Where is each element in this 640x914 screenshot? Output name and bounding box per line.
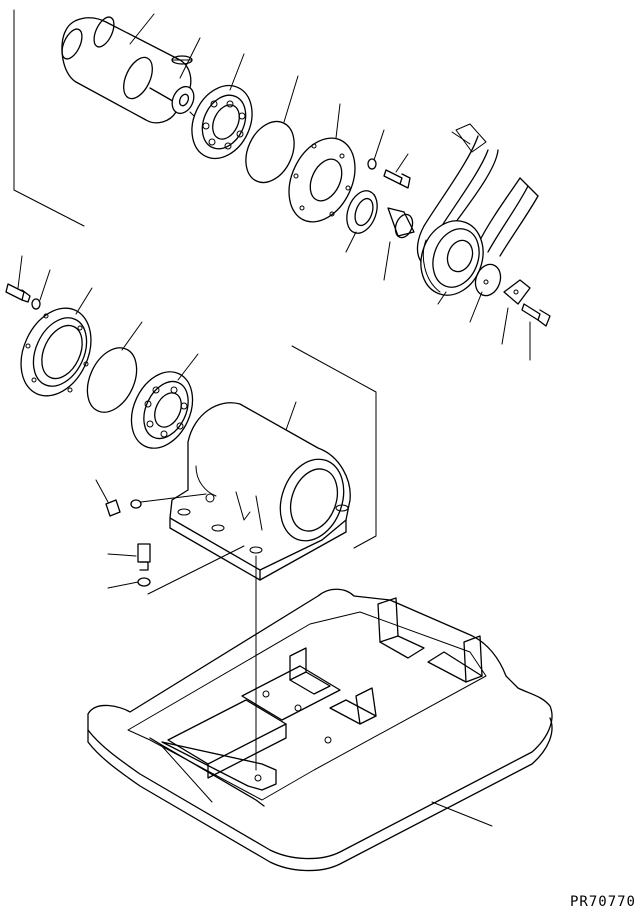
bearing-left (130, 371, 194, 449)
shaft (61, 16, 195, 124)
bolt-upper (383, 169, 411, 189)
bearing-upper (191, 84, 253, 160)
pulley (420, 220, 484, 296)
bolt-left (5, 283, 31, 303)
oil-seal (346, 190, 378, 234)
collar (387, 207, 415, 239)
leader-lines (17, 13, 531, 827)
cover-left (20, 307, 92, 397)
bolt-housing (137, 543, 151, 571)
reference-lines (13, 9, 377, 549)
bolt-housing-small (105, 499, 121, 517)
washer-small (367, 158, 377, 170)
bolt-pulley (521, 303, 551, 327)
washer-pulley (474, 263, 502, 297)
cover-upper (288, 137, 356, 223)
lock-plate (503, 279, 531, 305)
washer-housing-small (130, 493, 207, 509)
housing (169, 402, 351, 581)
drawing-code: PR70770 (569, 894, 636, 910)
washer-housing (137, 545, 245, 595)
washer-left (31, 298, 41, 310)
oring-upper (245, 120, 295, 184)
oring-left (86, 347, 138, 413)
base-plate (87, 588, 553, 872)
